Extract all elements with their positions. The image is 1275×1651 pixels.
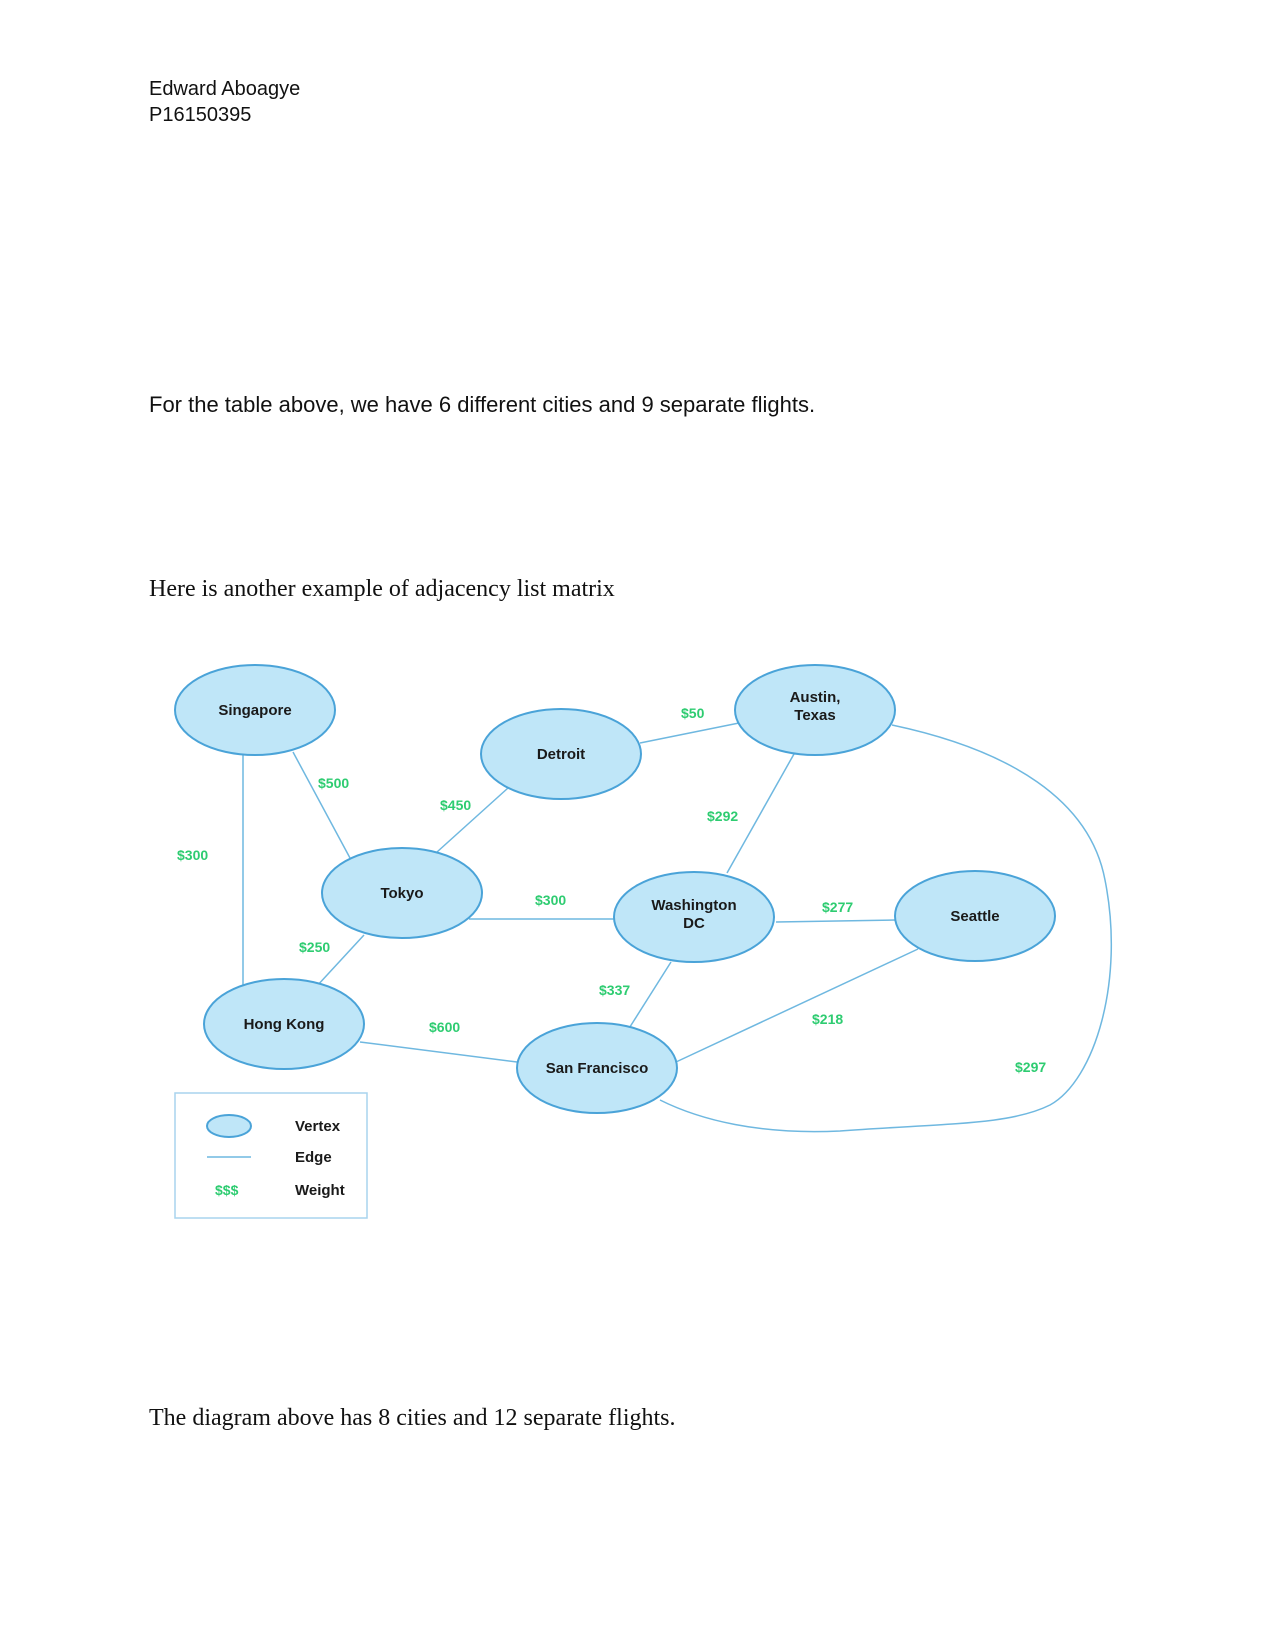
edge-detroit-austin [639, 722, 740, 744]
legend: Vertex Edge $$$ Weight [174, 1092, 368, 1219]
legend-box [174, 1092, 368, 1219]
legend-vertex-label: Vertex [295, 1118, 341, 1135]
legend-edge-label: Edge [295, 1149, 332, 1166]
weight-label-singapore-tokyo: $500 [318, 775, 349, 791]
vertex-label-washington-line1: Washington [651, 897, 736, 914]
vertex-label-seattle: Seattle [950, 908, 999, 925]
vertex-singapore [174, 664, 336, 756]
graph-edges [242, 722, 1113, 1133]
vertex-seattle [894, 870, 1056, 962]
vertex-sanfrancisco [516, 1022, 678, 1114]
vertex-label-washington-line2: DC [683, 915, 705, 932]
weight-label-washington-sanfrancisco: $337 [599, 982, 630, 998]
legend-weight-symbol: $$$ [215, 1182, 239, 1198]
vertex-labels: Singapore Detroit Austin, Texas Tokyo Wa… [218, 689, 999, 1077]
edge-washington-seattle [775, 919, 897, 923]
vertex-label-sanfrancisco: San Francisco [546, 1060, 649, 1077]
intro-paragraph: Here is another example of adjacency lis… [149, 576, 615, 602]
graph-nodes [174, 664, 1056, 1114]
weight-label-detroit-austin: $50 [681, 705, 705, 721]
vertex-label-detroit: Detroit [537, 746, 585, 763]
vertex-label-hongkong: Hong Kong [244, 1016, 325, 1033]
weight-label-washington-seattle: $277 [822, 899, 853, 915]
weight-label-tokyo-detroit: $450 [440, 797, 471, 813]
edge-austin-sanfrancisco [659, 724, 1113, 1133]
edge-seattle-sanfrancisco [675, 948, 919, 1063]
vertex-hongkong [203, 978, 365, 1070]
weight-label-austin-sanfrancisco: $297 [1015, 1059, 1046, 1075]
edge-singapore-tokyo [292, 751, 351, 859]
edge-austin-washington [726, 753, 795, 874]
weight-label-seattle-sanfrancisco: $218 [812, 1011, 843, 1027]
vertex-label-austin-line2: Texas [794, 707, 835, 724]
weight-label-tokyo-hongkong: $250 [299, 939, 330, 955]
diagram-summary-paragraph: The diagram above has 8 cities and 12 se… [149, 1405, 676, 1431]
edge-weights: $300 $500 $450 $50 $292 $300 $277 $250 $… [177, 705, 1046, 1075]
author-name: Edward Aboagye [149, 78, 301, 100]
legend-vertex-symbol [206, 1114, 252, 1138]
weight-label-tokyo-washington: $300 [535, 892, 566, 908]
vertex-washington [613, 871, 775, 963]
edge-hongkong-sanfrancisco [359, 1041, 518, 1063]
edge-washington-sanfrancisco [627, 961, 672, 1031]
weight-label-hongkong-sanfrancisco: $600 [429, 1019, 460, 1035]
weight-label-singapore-hongkong: $300 [177, 847, 208, 863]
vertex-label-singapore: Singapore [218, 702, 291, 719]
vertex-tokyo [321, 847, 483, 939]
weight-label-austin-washington: $292 [707, 808, 738, 824]
vertex-austin [734, 664, 896, 756]
vertex-detroit [480, 708, 642, 800]
vertex-label-tokyo: Tokyo [380, 885, 423, 902]
table-summary-paragraph: For the table above, we have 6 different… [149, 392, 816, 417]
edge-tokyo-hongkong [315, 934, 365, 988]
legend-weight-label: Weight [295, 1182, 345, 1199]
edge-tokyo-detroit [436, 787, 509, 853]
vertex-label-austin-line1: Austin, [790, 689, 841, 706]
student-id: P16150395 [149, 104, 252, 126]
